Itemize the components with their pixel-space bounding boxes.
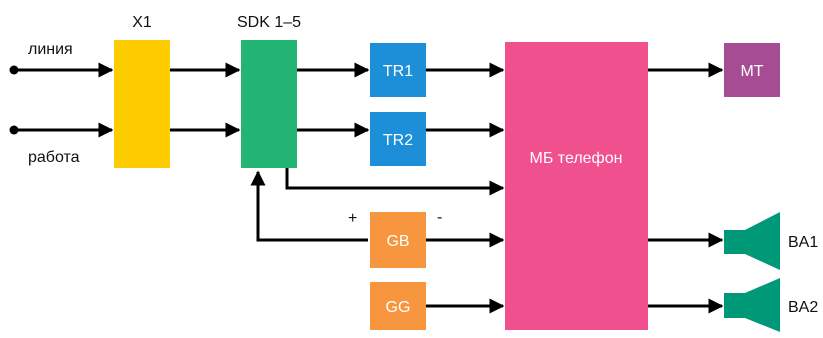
wires <box>14 62 724 314</box>
x1-label: X1 <box>132 14 152 31</box>
gb-block <box>370 212 426 268</box>
tr1-label: TR1 <box>383 63 413 80</box>
minus-label: - <box>437 209 442 226</box>
gb-label: GB <box>386 233 409 250</box>
gg-block <box>370 282 426 330</box>
ba1-speaker-icon <box>724 212 780 270</box>
tr1-block <box>370 43 426 97</box>
ba1-label: BA1 <box>788 234 818 251</box>
work-input-label: работа <box>28 149 80 166</box>
mt-block <box>724 43 780 97</box>
tr2-block <box>370 112 426 166</box>
gg-label: GG <box>386 299 411 316</box>
ba2-speaker-icon <box>724 278 780 332</box>
mb-phone-label: МБ телефон <box>530 150 623 167</box>
sdk-block <box>241 40 297 168</box>
tr2-label: TR2 <box>383 132 413 149</box>
plus-label: + <box>348 210 357 227</box>
x1-block <box>114 40 170 168</box>
mb-phone-block <box>505 42 648 330</box>
sdk-label: SDK 1–5 <box>237 14 301 31</box>
ba2-label: BA2 <box>788 299 818 316</box>
line-input-label: линия <box>28 41 73 58</box>
mt-label: MT <box>740 63 763 80</box>
